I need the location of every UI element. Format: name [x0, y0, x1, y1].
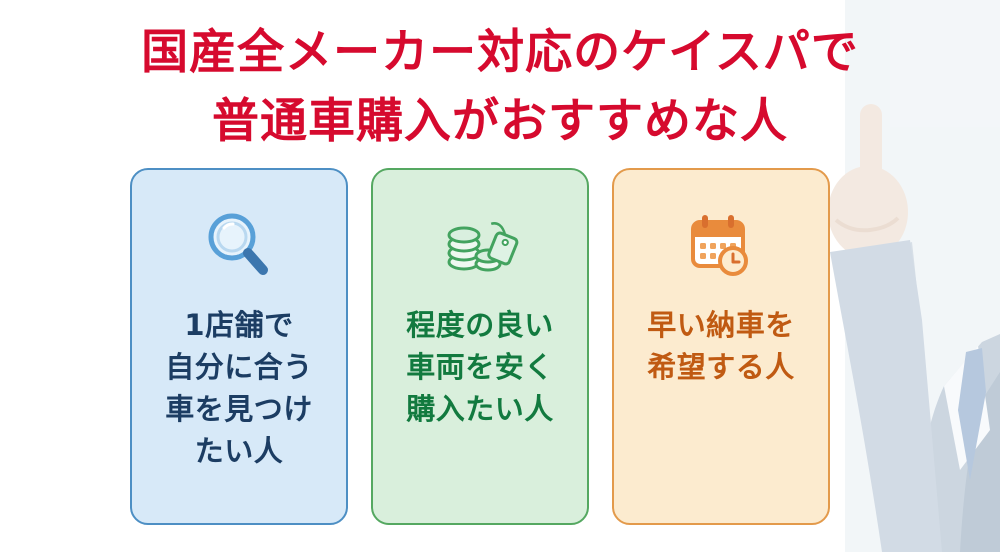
card-text: 程度の良い 車両を安く 購入たい人 — [406, 308, 554, 426]
cards-row: 1店舗で 自分に合う 車を見つけ たい人 — [130, 168, 830, 525]
card-good-condition-cheap: 程度の良い 車両を安く 購入たい人 — [371, 168, 589, 525]
calendar-clock-icon — [681, 206, 761, 286]
card-fast-delivery: 早い納車を 希望する人 — [612, 168, 830, 525]
title-line-2: 普通車購入がおすすめな人 — [212, 94, 788, 149]
coins-price-tag-icon — [440, 206, 520, 286]
card-text: 早い納車を 希望する人 — [647, 308, 795, 384]
title-line-1: 国産全メーカー対応のケイスパで — [141, 25, 859, 80]
card-find-car-one-shop: 1店舗で 自分に合う 車を見つけ たい人 — [130, 168, 348, 525]
page-title: 国産全メーカー対応のケイスパで 普通車購入がおすすめな人 — [0, 18, 1000, 156]
magnifier-icon — [199, 206, 279, 286]
card-text: 1店舗で 自分に合う 車を見つけ たい人 — [165, 308, 313, 468]
